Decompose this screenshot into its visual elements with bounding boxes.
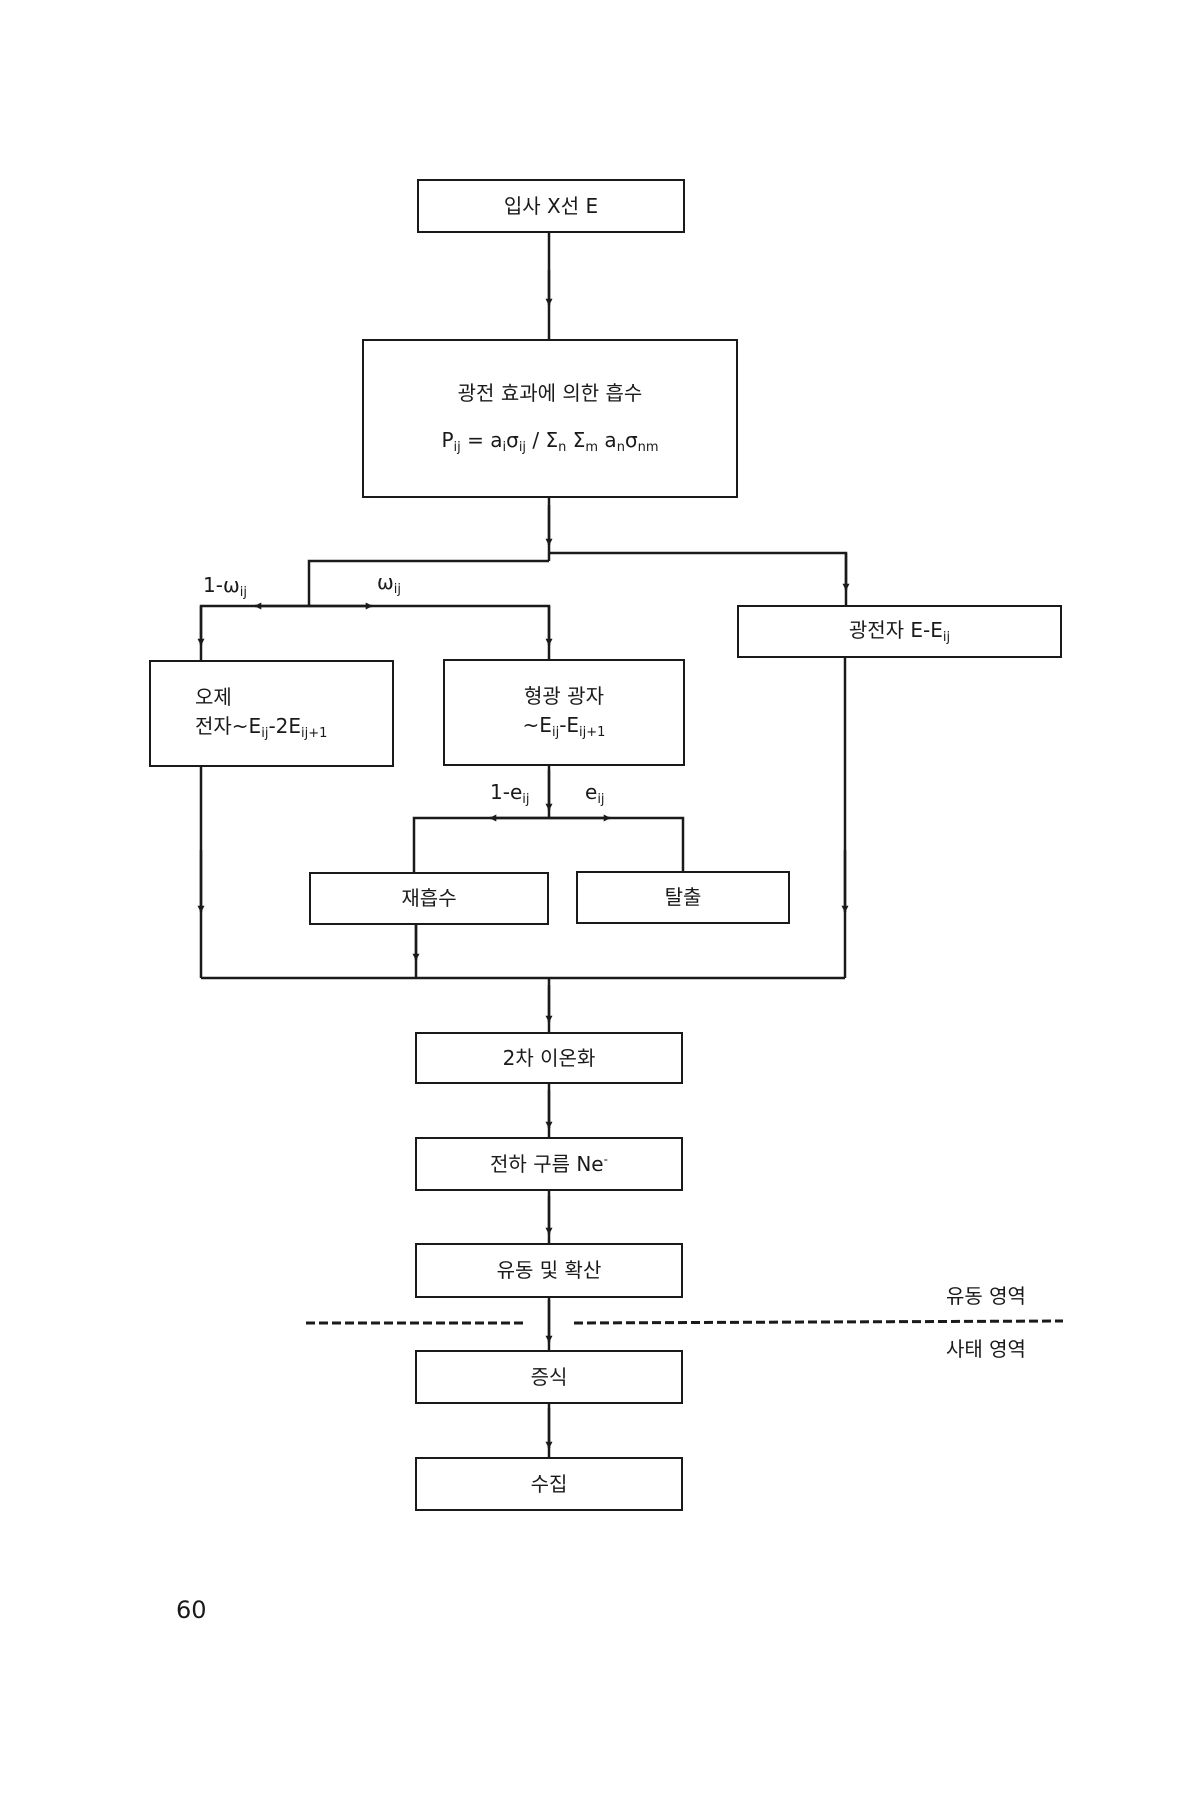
formula-sub: nm [637,440,659,456]
page-number: 60 [176,1596,207,1624]
fluorescence-line2: ~Eij-Eij+1 [523,711,606,743]
node-amplification: 증식 [415,1350,683,1404]
label-omega: ωij [377,570,401,597]
label-text: 1-e [490,780,523,804]
auger-line2: 전자~Eij-2Eij+1 [195,712,327,744]
label-sub: ij [522,792,530,807]
edge-to-omega-split [307,559,549,606]
sub: ij+1 [301,726,328,742]
formula-sub: n [558,440,567,456]
edge-to-photoelectron [549,551,848,605]
sub: ij [942,629,951,645]
formula-part: σ [624,428,638,453]
node-photoelectric-absorption: 광전 효과에 의한 흡수 Pij = aiσij / Σn Σm anσnm [362,339,738,498]
auger-line1: 오제 [195,685,232,710]
node-escape-label: 탈출 [664,885,702,909]
formula-sub: ij [453,440,461,456]
sub: ij+1 [579,725,606,741]
node-photoelectron-label: 광전자 E-Eij [849,616,950,648]
formula-part: σ [506,428,519,453]
text: -E [559,713,580,738]
sub: ij [551,725,560,741]
formula-sub: n [616,440,625,456]
formula-sub: m [585,440,599,456]
label-one-minus-omega: 1-ωij [203,573,247,600]
fluorescence-line1: 형광 광자 [524,684,604,709]
text: 전하 구름 Ne [490,1151,604,1176]
label-one-minus-e: 1-eij [490,780,529,807]
label-drift-region: 유동 영역 [946,1284,1026,1308]
node-drift-diffusion-label: 유동 및 확산 [496,1258,602,1282]
node-drift-diffusion: 유동 및 확산 [415,1243,683,1298]
formula-part: = a [460,428,503,453]
formula-sub: i [502,440,507,456]
formula-part: a [598,428,617,453]
formula-part: / [526,428,546,453]
sup: - [603,1151,608,1166]
label-text: ω [377,570,394,594]
label-text: 1-ω [203,573,240,597]
node-escape: 탈출 [576,871,790,924]
node-charge-cloud: 전하 구름 Ne- [415,1137,683,1191]
text: 광전자 E-E [848,617,943,642]
node-collection-label: 수집 [530,1471,568,1496]
region-divider-right [573,1319,1064,1325]
node-secondary-ionization: 2차 이온화 [415,1032,683,1084]
formula-part: Σ [545,428,559,453]
node-charge-cloud-label: 전하 구름 Ne- [490,1150,608,1179]
label-sub: ij [239,585,247,600]
edge-omega-bar [199,604,551,660]
edge-e-bar [412,816,685,873]
formula-part: P [441,428,454,453]
label-e: eij [585,780,605,807]
text: 전자~E [195,714,262,739]
node-reabsorption: 재흡수 [309,872,549,925]
node-incident-xray: 입사 X선 E [417,179,685,233]
node-auger-electron: 오제 전자~Eij-2Eij+1 [149,660,394,767]
absorption-title: 광전 효과에 의한 흡수 [457,381,643,406]
node-incident-xray-label: 입사 X선 E [503,193,599,218]
label-text: e [585,780,598,804]
node-secondary-ionization-label: 2차 이온화 [502,1045,596,1070]
text: -2E [268,714,302,739]
label-sub: ij [597,792,605,807]
absorption-formula: Pij = aiσij / Σn Σm anσnm [441,426,658,458]
sub: ij [261,726,269,742]
node-collection: 수집 [415,1457,683,1511]
formula-sub: ij [518,440,527,456]
formula-part: Σ [566,428,586,453]
node-photoelectron: 광전자 E-Eij [737,605,1062,658]
label-sub: ij [393,582,401,597]
node-amplification-label: 증식 [530,1364,568,1389]
node-fluorescence-photon: 형광 광자 ~Eij-Eij+1 [443,659,685,766]
text: ~E [522,713,552,738]
node-reabsorption-label: 재흡수 [401,886,457,910]
label-avalanche-region: 사태 영역 [946,1337,1026,1361]
